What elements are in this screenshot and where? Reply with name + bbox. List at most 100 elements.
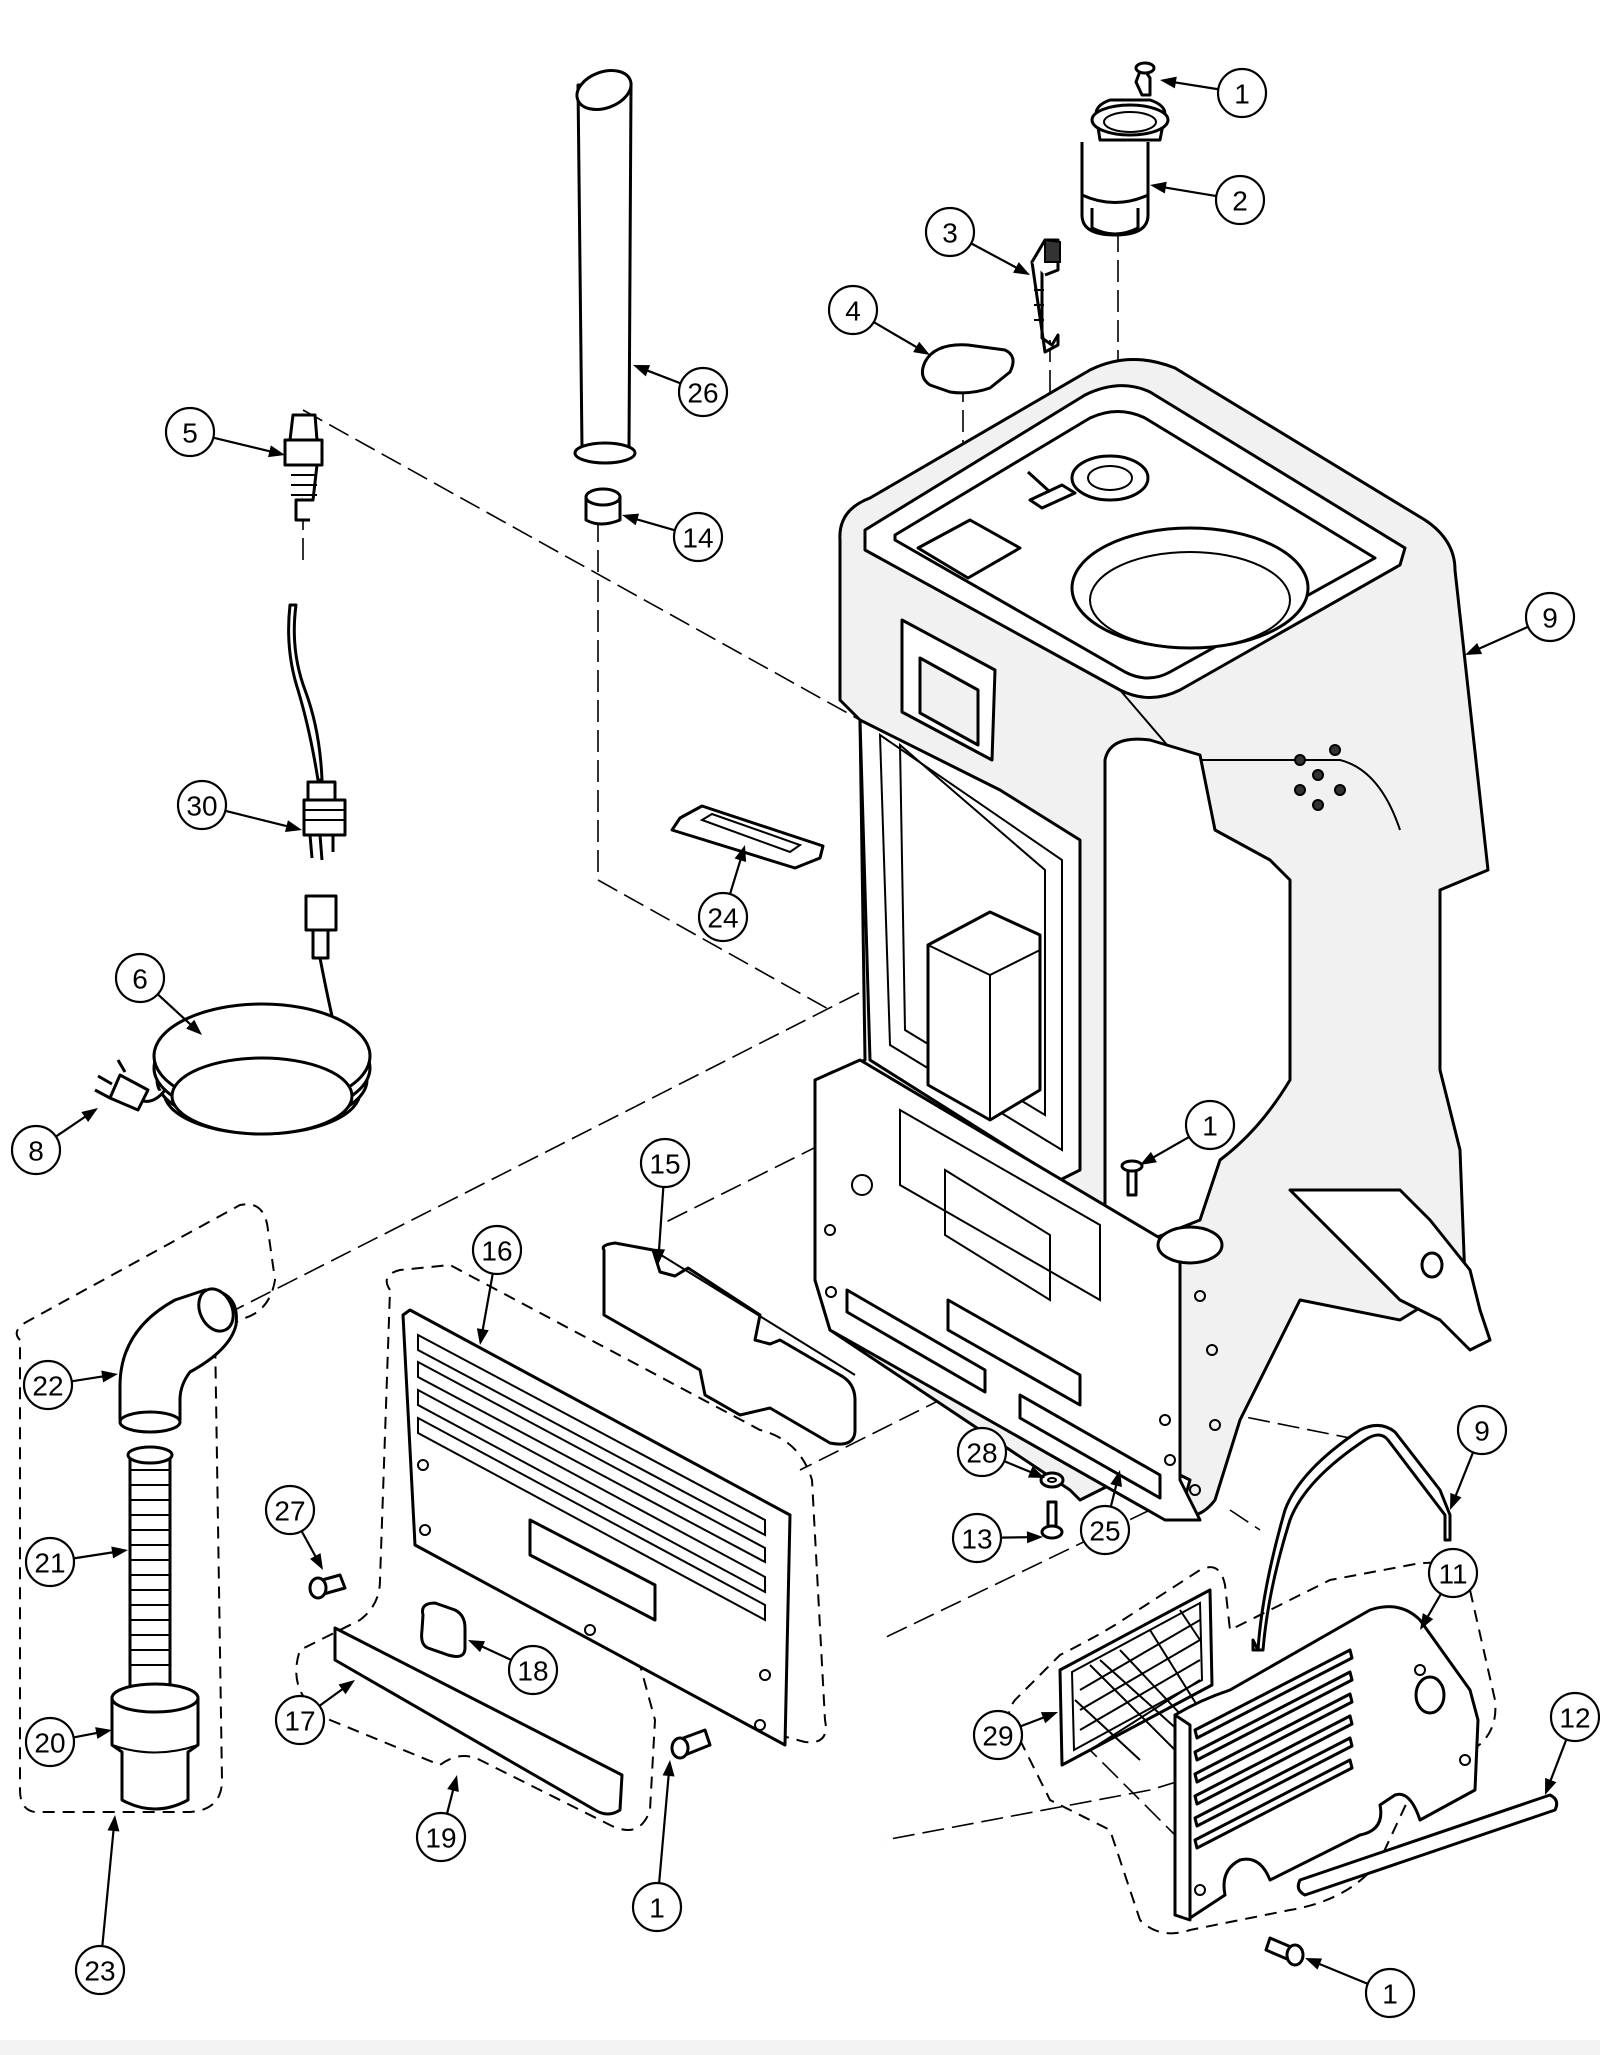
callout-leader [1477,625,1529,651]
callout-number: 15 [649,1149,680,1180]
arrowhead-icon [1150,181,1167,194]
callout-circle [24,1716,76,1768]
callout-number: 5 [182,418,198,449]
callout-number: 28 [966,1438,997,1469]
arrowhead-icon [1465,642,1483,655]
pad-small [420,1601,467,1658]
callout-leader [1109,1483,1118,1507]
callout-number: 16 [481,1236,512,1267]
callout-14: 14 [622,511,724,563]
callout-1: 1 [1140,1099,1236,1165]
callout-leader [445,1788,455,1815]
callout-circle [10,1124,62,1176]
callout-20: 20 [24,1716,112,1768]
callout-4: 4 [827,284,930,355]
callout-number: 29 [982,1721,1013,1752]
callout-1: 1 [1160,67,1268,119]
arrowhead-icon [1305,1958,1323,1970]
callout-circle [507,1644,559,1696]
callout-number: 9 [1542,603,1558,634]
callout-12: 12 [1545,1691,1600,1795]
callout-number: 25 [1089,1516,1120,1547]
callout-leader [73,1551,115,1560]
callout-9: 9 [1465,591,1576,655]
screw-bottom-right [1264,1936,1305,1967]
cup-fitting [1080,98,1170,237]
callout-circle [274,1694,326,1746]
callout-25: 25 [1079,1470,1131,1556]
arrowhead-icon [111,1546,128,1559]
callout-leader [318,1687,345,1707]
callout-3: 3 [924,206,1030,275]
callout-circle [1364,1967,1416,2019]
wand-tube [573,69,637,465]
callout-circle [471,1224,523,1276]
filter-29 [1058,1588,1214,1767]
callout-number: 6 [132,964,148,995]
callout-number: 21 [34,1548,65,1579]
callout-circle [677,366,729,418]
callout-leader [225,809,289,828]
callout-number: 18 [517,1656,548,1687]
callout-21: 21 [24,1536,128,1588]
callout-leader [1548,1739,1568,1783]
quick-connector [283,413,324,522]
callout-leader [300,1530,318,1559]
arrowhead-icon [622,513,640,526]
screw-top [1134,61,1156,97]
callout-circle [264,1484,316,1536]
callout-28: 28 [956,1426,1045,1478]
callout-number: 22 [32,1371,63,1402]
arrowhead-icon [633,365,651,377]
pump-hose [287,603,347,861]
arrowhead-icon [338,1680,355,1695]
callout-24: 24 [697,845,749,943]
cabinet-housing [813,358,1492,1522]
callout-number: 19 [425,1823,456,1854]
arrowhead-icon [1013,262,1030,275]
callout-circle [22,1359,74,1411]
front-panel [401,1308,792,1747]
callout-number: 14 [682,523,713,554]
callout-circle [24,1536,76,1588]
callout-circle [1524,591,1576,643]
callout-1: 1 [1305,1958,1416,2019]
callout-27: 27 [264,1484,323,1570]
arrowhead-icon [653,1248,666,1265]
callout-leader [71,1375,105,1383]
callout-number: 17 [284,1706,315,1737]
callout-6: 6 [114,952,202,1035]
plug-cap [584,487,622,526]
arrowhead-icon [1140,1151,1157,1165]
callout-leader [1003,1460,1033,1474]
arrowhead-icon [1545,1777,1557,1795]
callout-leader [1426,1593,1442,1619]
callout-circle [697,891,749,943]
callout-leader [156,993,193,1027]
bent-rod [1251,1424,1452,1652]
callout-leader [1163,186,1217,198]
hose-group-outline [15,1203,277,1813]
callout-circle [639,1137,691,1189]
callout-5: 5 [164,406,285,458]
arrowhead-icon [1450,1492,1462,1510]
brush [1030,238,1061,354]
arrowhead-icon [734,845,747,863]
callout-number: 20 [34,1728,65,1759]
callout-leader [213,436,272,453]
callout-number: 9 [1474,1416,1490,1447]
panel-group-outline [295,1263,827,1831]
footer-band [0,2040,1600,2055]
callout-1: 1 [631,1760,683,1933]
arrowhead-icon [662,1760,675,1777]
callout-circle [1549,1691,1600,1743]
arrowhead-icon [186,1019,202,1035]
trim-strip [333,1626,624,1816]
callout-circle [1216,67,1268,119]
callout-circle [972,1709,1024,1761]
corrugated-hose [126,1445,174,1692]
callout-circle [415,1811,467,1863]
foam-block [601,1241,857,1446]
callout-17: 17 [274,1680,355,1746]
callout-circle [1079,1504,1131,1556]
